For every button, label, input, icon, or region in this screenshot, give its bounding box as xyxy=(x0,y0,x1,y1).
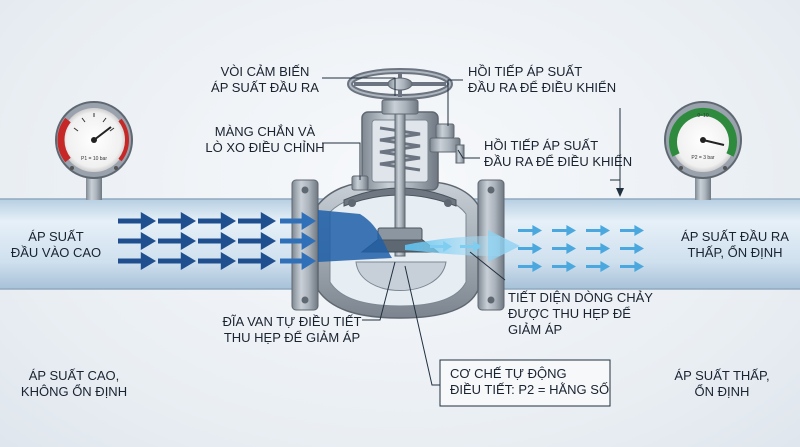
outlet-flow-arrow xyxy=(518,243,542,254)
inlet-flow-arrow xyxy=(118,252,156,270)
outlet-flow-arrow xyxy=(620,225,644,236)
outlet-flow-stream xyxy=(405,230,520,262)
leader-lines xyxy=(322,77,621,386)
sensor-tap-label: VÒI CẢM BIẾN ÁP SUẤT ĐẦU RA xyxy=(205,64,325,96)
throat-label-line1: TIẾT DIỆN DÒNG CHẢY xyxy=(508,290,653,305)
outlet-flow-arrow xyxy=(586,261,610,272)
handwheel xyxy=(347,68,453,100)
inlet-pressure-label-line1: ÁP SUẤT xyxy=(28,229,84,244)
feedback-mid-label-line1: HỒI TIẾP ÁP SUẤT xyxy=(484,138,599,153)
feedback-top-label-line1: HỒI TIẾP ÁP SUẤT xyxy=(468,64,583,79)
outlet-flow-arrow xyxy=(552,261,576,272)
inlet-pressure-label: ÁP SUẤT ĐẦU VÀO CAO xyxy=(0,229,112,261)
feedback-top-label: HỒI TIẾP ÁP SUẤT ĐẦU RA ĐỂ ĐIỀU KHIỂN xyxy=(468,64,616,96)
inlet-flow-arrow xyxy=(280,232,316,250)
outlet-gauge-readout: P2 = 3 bar xyxy=(691,155,715,161)
sensor-tap-label-line1: VÒI CẢM BIẾN xyxy=(220,64,310,79)
diaphragm-label: MÀNG CHẮN VÀ LÒ XO ĐIỀU CHỈNH xyxy=(205,124,325,156)
outlet-flow-arrow xyxy=(460,241,482,252)
mechanism-label-line2: ĐIỀU TIẾT: P2 = HẰNG SỐ xyxy=(450,382,610,397)
feedback-arrow xyxy=(616,108,624,197)
outlet-pressure-label-line1: ÁP SUẤT ĐẦU RA xyxy=(681,229,789,244)
valve-disc-label: ĐĨA VAN TỰ ĐIỀU TIẾT THU HẸP ĐỂ GIẢM ÁP xyxy=(220,314,364,346)
sensor-tap-label-line2: ÁP SUẤT ĐẦU RA xyxy=(211,80,319,95)
inlet-flow-arrow xyxy=(118,232,156,250)
inlet-flow-arrow xyxy=(198,212,236,230)
mechanism-label-line1: CƠ CHẾ TỰ ĐỘNG xyxy=(450,366,567,381)
bottom-right-note-line2: ỔN ĐỊNH xyxy=(694,384,750,399)
feedback-mid-label: HỒI TIẾP ÁP SUẤT ĐẦU RA ĐỂ ĐIỀU KHIỂN xyxy=(484,138,632,170)
valve-bonnet xyxy=(343,95,457,257)
bottom-left-note-line2: KHÔNG ỔN ĐỊNH xyxy=(20,384,128,399)
bottom-right-note-line1: ÁP SUẤT THẤP, xyxy=(674,368,770,383)
inlet-flow-arrow xyxy=(280,212,316,230)
inlet-flow-arrow xyxy=(118,212,156,230)
inlet-flow-arrow xyxy=(238,252,276,270)
feedback-mid-label-line2: ĐẦU RA ĐỂ ĐIỀU KHIỂN xyxy=(484,154,633,169)
inlet-flow-arrow xyxy=(280,252,316,270)
throat-label-line3: GIẢM ÁP xyxy=(508,322,563,337)
inlet-flow-arrow xyxy=(158,252,196,270)
inlet-flow-arrow xyxy=(158,232,196,250)
outlet-gauge-range: 0~10 xyxy=(697,113,708,119)
inlet-pressure-gauge: P1 = 10 bar xyxy=(55,101,133,200)
throat-label: TIẾT DIỆN DÒNG CHẢY ĐƯỢC THU HẸP ĐỂ GIẢM… xyxy=(508,290,653,338)
inlet-flow-arrow xyxy=(158,212,196,230)
inlet-pressure-label-line2: ĐẦU VÀO CAO xyxy=(10,245,102,260)
mechanism-label: CƠ CHẾ TỰ ĐỘNG ĐIỀU TIẾT: P2 = HẰNG SỐ xyxy=(450,366,609,398)
outlet-flow-arrow xyxy=(552,243,576,254)
bottom-right-note: ÁP SUẤT THẤP, ỔN ĐỊNH xyxy=(666,368,778,400)
diaphragm-label-line2: LÒ XO ĐIỀU CHỈNH xyxy=(205,140,325,155)
outlet-flow-arrow xyxy=(518,261,542,272)
outlet-flow-arrow xyxy=(518,225,542,236)
valve-disc-label-line1: ĐĨA VAN TỰ ĐIỀU TIẾT xyxy=(222,314,362,329)
outlet-pressure-label-line2: THẤP, ỔN ĐỊNH xyxy=(687,245,783,260)
diaphragm-label-line1: MÀNG CHẮN VÀ xyxy=(214,124,316,139)
outlet-pressure-gauge: 0~10 P2 = 3 bar xyxy=(664,101,742,200)
outlet-flow-arrow xyxy=(620,243,644,254)
outlet-flow-arrow xyxy=(430,241,452,252)
throat-label-line2: ĐƯỢC THU HẸP ĐỂ xyxy=(508,306,631,321)
outlet-flow-arrow xyxy=(586,225,610,236)
outlet-pressure-label: ÁP SUẤT ĐẦU RA THẤP, ỔN ĐỊNH xyxy=(672,229,798,261)
inlet-flow-arrow xyxy=(238,212,276,230)
outlet-flow-arrow xyxy=(552,225,576,236)
inlet-flow-arrow xyxy=(238,232,276,250)
inlet-flow-arrows xyxy=(318,210,392,262)
valve-disc-label-line2: THU HẸP ĐỂ GIẢM ÁP xyxy=(223,330,361,345)
bottom-left-note-line1: ÁP SUẤT CAO, xyxy=(28,368,120,383)
inlet-flow-arrow xyxy=(198,252,236,270)
inlet-gauge-readout: P1 = 10 bar xyxy=(81,156,107,162)
outlet-flow-arrow xyxy=(586,243,610,254)
flow-arrows xyxy=(118,212,644,272)
inlet-flow-arrow xyxy=(198,232,236,250)
mechanism-box xyxy=(439,359,611,407)
feedback-top-label-line2: ĐẦU RA ĐỂ ĐIỀU KHIỂN xyxy=(468,80,617,95)
bottom-left-note: ÁP SUẤT CAO, KHÔNG ỔN ĐỊNH xyxy=(18,368,130,400)
outlet-flow-arrow xyxy=(620,261,644,272)
